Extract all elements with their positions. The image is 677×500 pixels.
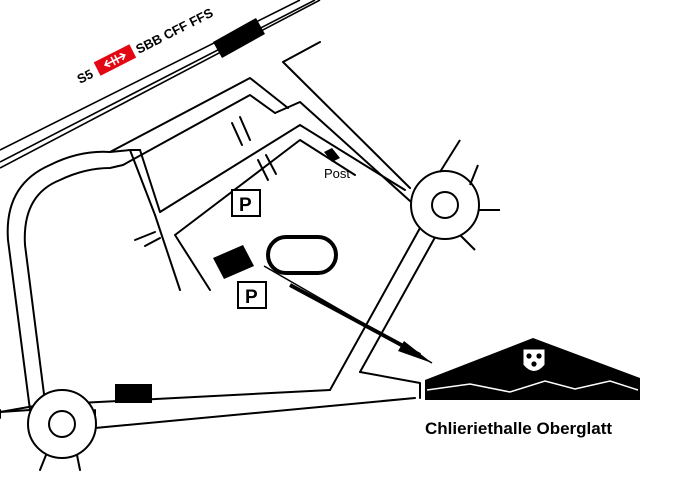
bottom-avenue-cap xyxy=(359,371,421,399)
venue-name: Chlieriethalle Oberglatt xyxy=(425,419,612,438)
upper-avenue-top xyxy=(109,77,289,153)
post-building xyxy=(324,148,340,162)
parking-label: P xyxy=(239,195,252,216)
spur-mid-b xyxy=(265,154,277,175)
south-road-right xyxy=(359,231,439,373)
east-arm-se xyxy=(459,234,476,251)
post-label: Post xyxy=(324,166,350,181)
spur-mid-a xyxy=(257,159,269,181)
venue-pointer-arrow xyxy=(263,265,433,364)
lower-left-arm xyxy=(0,409,96,471)
spur-top-b xyxy=(239,116,251,141)
rail-label-group: S5 SBB CFF FFS xyxy=(75,5,216,87)
upper-avenue-bottom xyxy=(122,94,276,166)
parking-sign-south: P xyxy=(237,281,267,309)
roundabout-east xyxy=(410,139,500,251)
bottom-avenue-bottom xyxy=(94,397,416,429)
left-loop-road-outer xyxy=(0,149,141,419)
connector-road-right xyxy=(139,149,161,213)
left-loop-road-inner xyxy=(23,164,124,403)
sbb-arrows-icon xyxy=(104,52,126,68)
rail-line-label: S5 xyxy=(75,66,96,87)
station-building xyxy=(213,18,265,58)
parking-block-edge xyxy=(159,124,406,291)
spur-top-a xyxy=(231,122,243,146)
east-arm-ne xyxy=(469,164,479,186)
crest-icon xyxy=(522,348,546,372)
east-arm-north xyxy=(439,139,461,173)
roundabout-west xyxy=(27,389,97,459)
spur-left xyxy=(134,231,161,247)
south-road-left xyxy=(329,227,421,391)
ne-road-bottom xyxy=(274,101,421,211)
parking-sign-north: P xyxy=(231,189,261,217)
parking-block-edge-2 xyxy=(154,214,181,291)
ne-road-top xyxy=(282,41,411,189)
venue-logo xyxy=(425,338,640,400)
hall-building xyxy=(213,245,254,279)
oval-field xyxy=(266,235,338,275)
west-building xyxy=(115,384,152,403)
connector-road-left xyxy=(129,149,156,216)
parking-label: P xyxy=(245,287,258,308)
